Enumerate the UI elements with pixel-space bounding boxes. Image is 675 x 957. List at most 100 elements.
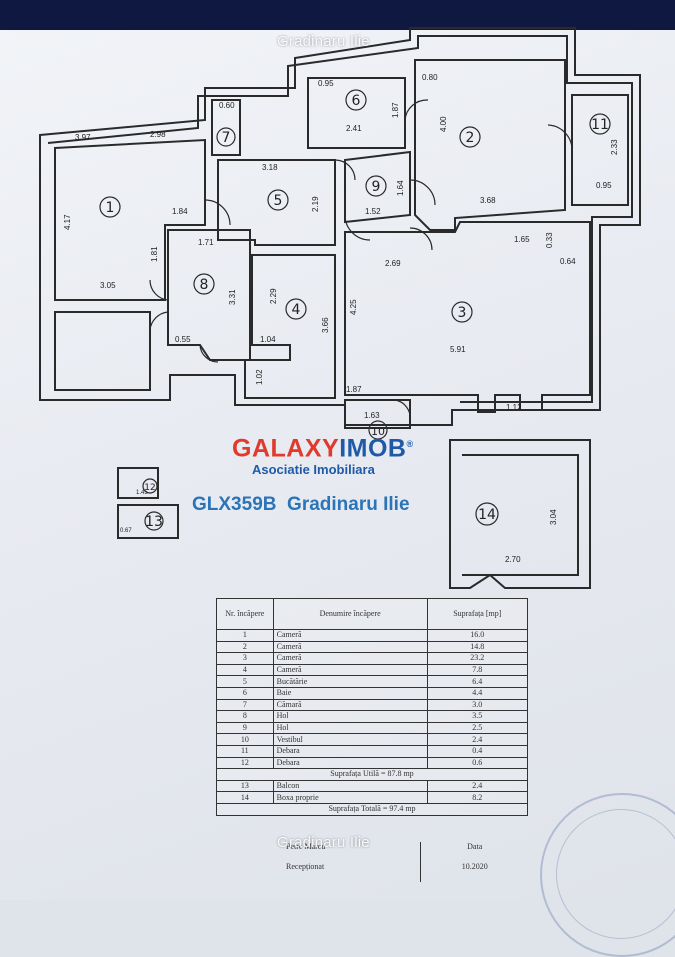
- room-1-number: 1: [106, 200, 115, 216]
- dim-label: 2.41: [346, 124, 362, 133]
- legend-footer: Petre Marcu Data Recepționat 10.2020: [216, 842, 528, 882]
- legend-cell-nr: 5: [216, 675, 274, 688]
- legend-cell-nr: 12: [216, 756, 274, 770]
- dim-label: 0.95: [318, 79, 334, 88]
- watermark-top: Gradinaru Ilie: [277, 33, 370, 50]
- room-4-wall: [244, 254, 336, 399]
- dim-label: 1.81: [150, 246, 159, 262]
- legend-cell-area: 0.6: [426, 756, 529, 770]
- legend-cell-nr: 8: [216, 710, 274, 723]
- listing-code: GLX359B Gradinaru Ilie: [192, 494, 410, 515]
- legend-cell-area: 2.4: [426, 779, 529, 793]
- footer-row: Recepționat 10.2020: [216, 862, 528, 882]
- legend-cell-nr: 11: [216, 744, 274, 758]
- legend-cell-area: 3.5: [426, 710, 529, 723]
- room-10-wall: [344, 399, 411, 429]
- room-7-number: 7: [222, 130, 231, 146]
- room-1-wall: [54, 138, 206, 301]
- room-14-inner-wall: [462, 454, 579, 576]
- legend-cell-nr: 4: [216, 663, 274, 677]
- door-arc: [149, 279, 169, 301]
- dim-label: 3.66: [321, 317, 330, 333]
- dim-label: 1.87: [346, 385, 362, 394]
- room-3-wall: [344, 221, 591, 413]
- dim-label: 1.64: [396, 180, 405, 196]
- room-11-wall: [571, 94, 629, 206]
- room-10-number: 10: [371, 425, 385, 438]
- dim-label: 1.45: [136, 490, 148, 496]
- legend-cell-area: 6.4: [426, 675, 529, 688]
- room-6-circle: [345, 89, 367, 111]
- room-12-wall: [117, 467, 159, 499]
- dim-label: 1.71: [198, 238, 214, 247]
- door-arc: [334, 159, 356, 181]
- dim-label: 2.33: [610, 139, 619, 155]
- room-14-circle: [475, 502, 499, 526]
- legend-cell-name: Boxa proprie: [272, 791, 428, 804]
- legend-cell-nr: 6: [216, 686, 274, 700]
- dim-label: 3.31: [228, 289, 237, 305]
- dim-label: 3.68: [480, 196, 496, 205]
- room-3-number: 3: [458, 305, 467, 321]
- door-arc: [394, 399, 411, 421]
- dim-label: 3.04: [549, 509, 558, 525]
- legend-total: Suprafața Totală = 97.4 mp: [216, 802, 528, 816]
- dim-label: 0.95: [596, 181, 612, 190]
- room-bottom-left-wall: [54, 311, 151, 391]
- room-14-wall: [449, 439, 591, 589]
- outer-wall: [39, 27, 641, 426]
- dim-label: 1.65: [514, 235, 530, 244]
- footer-date: 10.2020: [420, 862, 528, 882]
- legend-cell-name: Debara: [272, 756, 428, 770]
- legend-cell-name: Vestibul: [272, 733, 428, 746]
- legend-cell-nr: 3: [216, 652, 274, 665]
- room-1-circle: [99, 196, 121, 218]
- dim-label: 3.05: [100, 281, 116, 290]
- legend-cell-name: Debara: [272, 744, 428, 758]
- galaxy-imob-logo: GALAXYIMOB® Asociatie Imobiliara: [232, 430, 442, 478]
- footer-name: Recepționat: [286, 862, 325, 871]
- dim-label: 1.12: [506, 403, 522, 412]
- legend-cell-name: Cameră: [272, 629, 428, 642]
- dim-label: 0.60: [219, 101, 235, 110]
- room-2-number: 2: [466, 130, 475, 146]
- legend-cell-area: 14.8: [426, 640, 529, 654]
- dim-label: 1.87: [391, 102, 400, 118]
- legend-subtotal: Suprafața Utilă = 87.8 mp: [216, 768, 528, 781]
- room-3-circle: [451, 301, 473, 323]
- room-9-circle: [365, 175, 387, 197]
- room-13-circle: [144, 511, 164, 531]
- dim-label: 0.33: [545, 232, 554, 248]
- dim-label: 3.97: [75, 133, 91, 142]
- dim-label: 4.25: [349, 299, 358, 315]
- dim-label: 0.55: [175, 335, 191, 344]
- legend-header-nr: Nr. încăpere: [216, 598, 274, 630]
- registered-mark: ®: [406, 439, 414, 449]
- dim-label: 4.00: [439, 116, 448, 132]
- legend-cell-area: 7.8: [426, 663, 529, 677]
- dim-label: 0.64: [560, 257, 576, 266]
- legend-cell-nr: 9: [216, 721, 274, 735]
- watermark-bottom: Gradinaru Ilie: [277, 834, 370, 851]
- legend-cell-name: Cămară: [272, 698, 428, 712]
- dim-label: 2.29: [269, 288, 278, 304]
- legend-cell-name: Cameră: [272, 652, 428, 665]
- dim-label: 1.63: [364, 411, 380, 420]
- dim-label: 5.91: [450, 345, 466, 354]
- legend-cell-nr: 13: [216, 779, 274, 793]
- legend-cell-name: Baie: [272, 686, 428, 700]
- room-10-circle: [368, 420, 388, 440]
- dim-label: 2.98: [150, 130, 166, 139]
- room-legend-table: Nr. încăpere Denumire încăpere Suprafața…: [216, 598, 529, 816]
- legend-cell-name: Cameră: [272, 663, 428, 677]
